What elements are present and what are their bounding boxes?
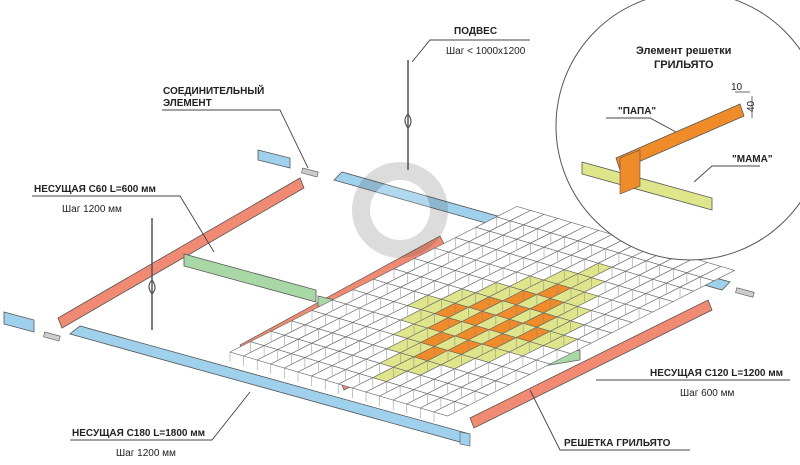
leader-papa (606, 117, 677, 133)
connector-clip-top (301, 167, 319, 178)
leader-podves (411, 39, 530, 63)
label-c180-step: Шаг 1200 мм (116, 448, 176, 459)
grilyato-grid (229, 206, 736, 422)
label-grid: РЕШЕТКА ГРИЛЬЯТО (564, 438, 671, 449)
inset-title-1: Элемент решетки (636, 45, 731, 57)
dim-10: 10 (731, 82, 743, 93)
label-c60-step: Шаг 1200 мм (62, 204, 122, 215)
connector-clip-left (43, 331, 61, 342)
label-c120-step: Шаг 600 мм (680, 388, 734, 399)
hanger-hook-left (148, 279, 156, 295)
dim-40: 40 (746, 100, 757, 112)
carrier-c120-left (57, 177, 305, 329)
connector-piece-top (257, 149, 291, 169)
connector-piece-bottom (459, 431, 471, 447)
leader-mama (693, 165, 760, 183)
label-papa: "ПАПА" (618, 106, 656, 117)
inset-title-2: ГРИЛЬЯТО (654, 59, 714, 71)
connector-clip-right (735, 287, 755, 298)
label-c120: НЕСУЩАЯ С120 L=1200 мм (650, 368, 783, 379)
leader-c60 (32, 195, 215, 253)
mama-element (581, 161, 713, 211)
label-mama: "МАМА" (732, 154, 773, 165)
papa-element (615, 103, 745, 171)
label-podves-step: Шаг < 1000x1200 (446, 46, 526, 57)
label-connector-1: СОЕДИНИТЕЛЬНЫЙ (163, 84, 264, 97)
papa-cross (619, 149, 641, 195)
grid-cell (699, 266, 736, 282)
carrier-c60-green (183, 253, 317, 303)
hanger-hook-top (404, 113, 412, 129)
leader-grid (529, 389, 690, 451)
leader-connector (162, 109, 309, 169)
label-c180: НЕСУЩАЯ С180 L=1800 мм (72, 428, 205, 439)
leader-c180 (70, 391, 251, 441)
carrier-c120-right (469, 299, 713, 429)
inset-circle (555, 0, 800, 261)
watermark-logo (352, 162, 448, 258)
connector-piece-left (3, 311, 35, 333)
label-c60: НЕСУЩАЯ С60 L=600 мм (34, 184, 156, 195)
label-podves: ПОДВЕС (454, 26, 497, 37)
label-connector-2: ЭЛЕМЕНТ (163, 98, 212, 109)
